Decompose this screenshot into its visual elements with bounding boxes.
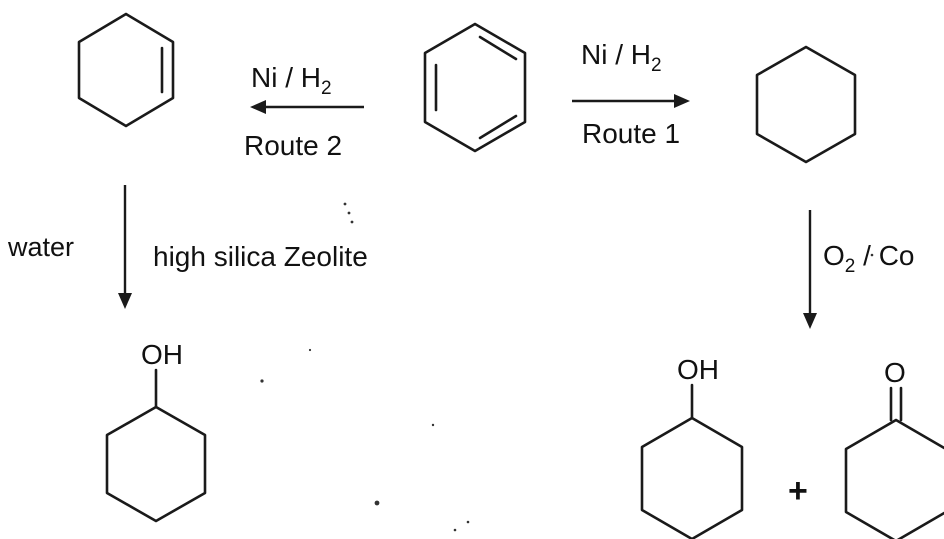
o2-co-label: O2 / Co: [823, 240, 915, 277]
right-oh-label: OH: [677, 354, 719, 385]
cyclohexene-structure: [77, 12, 175, 128]
route-2-reagent-subscript: 2: [321, 78, 332, 99]
o2-co-rest: / Co: [855, 240, 915, 271]
left-oh-label: OH: [141, 339, 183, 370]
o2-co-subscript: 2: [844, 256, 856, 277]
o2-co-o: O: [823, 240, 845, 271]
right-down-arrow: [803, 210, 817, 329]
route-1-reagent-main: Ni / H: [581, 39, 651, 70]
route-2-reagent-main: Ni / H: [251, 62, 321, 93]
cyclohexanone-structure: [844, 386, 944, 539]
route-1-reagent-subscript: 2: [651, 55, 662, 76]
plus-sign: +: [788, 472, 808, 510]
cyclohexanol-right-structure: [640, 383, 744, 539]
cyclohexanol-left-structure: [105, 368, 207, 523]
route-1-label: Route 1: [582, 118, 681, 149]
route-1-arrow: [572, 94, 690, 108]
route-2-reagent-label: Ni / H2: [251, 62, 332, 99]
ketone-o-label: O: [884, 357, 906, 388]
benzene-structure: [423, 22, 527, 153]
water-label: water: [8, 232, 75, 262]
zeolite-label: high silica Zeolite: [153, 241, 368, 272]
route-2-arrow: [250, 100, 364, 114]
scan-specks: [260, 202, 874, 532]
left-down-arrow: [118, 185, 132, 309]
route-1-reagent-label: Ni / H2: [581, 39, 662, 76]
route-2-label: Route 2: [244, 130, 343, 161]
cyclohexane-structure: [755, 45, 857, 164]
